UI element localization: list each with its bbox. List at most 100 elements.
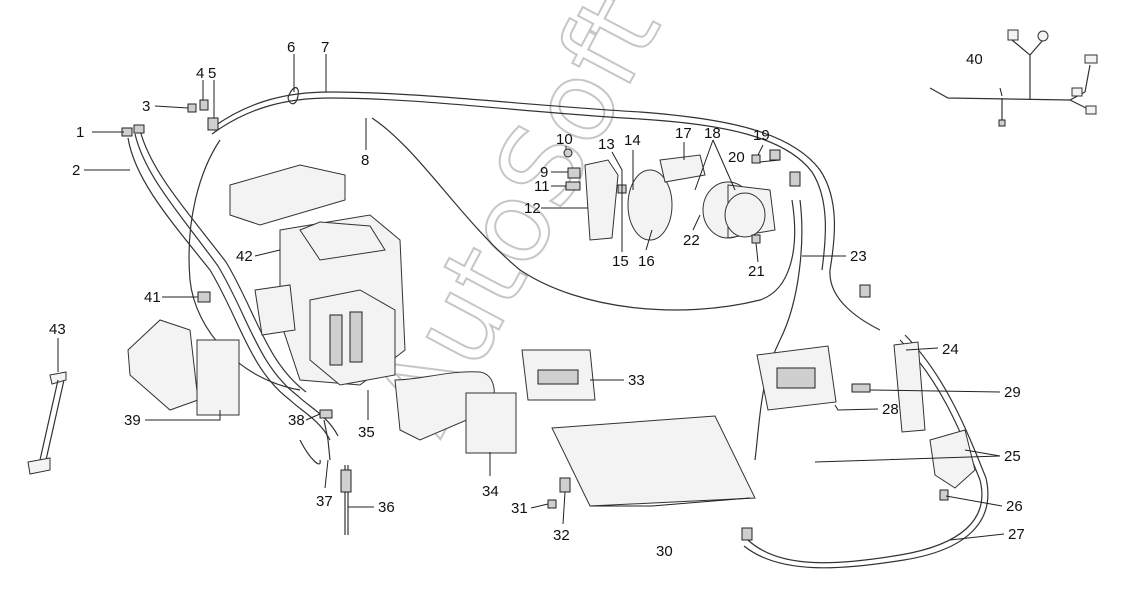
wiring-harness-40 (929, 29, 1098, 127)
hvac-housing (229, 164, 495, 441)
belt-16 (627, 169, 673, 241)
fitting-27a (741, 527, 753, 541)
leader-lines (57, 54, 1005, 541)
callout-11: 11 (534, 178, 550, 195)
callout-15: 15 (612, 253, 629, 270)
fitting-24a (859, 284, 871, 298)
refrigerant-lines (188, 87, 989, 569)
coupler-20b (789, 171, 801, 187)
air-duct-top (229, 164, 346, 226)
bolt-19 (751, 154, 761, 164)
callout-23: 23 (850, 248, 867, 265)
callout-8: 8 (361, 152, 369, 169)
line-27-b (743, 334, 989, 569)
callout-13: 13 (598, 136, 615, 153)
line-27 (747, 339, 983, 564)
callout-9: 9 (540, 164, 548, 181)
mount-17 (659, 154, 706, 183)
callout-34: 34 (482, 483, 499, 500)
callout-3: 3 (142, 98, 150, 115)
leader-42 (254, 249, 281, 257)
callout-30: 30 (656, 543, 673, 560)
bracket-43-bar (39, 379, 65, 461)
compressor-pulley-22 (724, 192, 766, 238)
callout-41: 41 (144, 289, 161, 306)
leader-27 (949, 533, 1005, 541)
callout-4: 4 (196, 65, 204, 82)
callout-37: 37 (316, 493, 333, 510)
fittings-3-5 (187, 99, 219, 131)
receiver-drier-group (756, 284, 976, 501)
callout-36: 36 (378, 499, 395, 516)
callout-2: 2 (72, 162, 80, 179)
callout-10: 10 (556, 131, 573, 148)
duct-seal (127, 319, 199, 411)
leader-30 (590, 497, 751, 507)
callout-14: 14 (624, 132, 641, 149)
leader-3 (154, 105, 189, 109)
bolt-21 (751, 234, 761, 244)
bolt-26 (939, 489, 949, 501)
bolt-29 (851, 383, 871, 393)
callout-42: 42 (236, 248, 253, 265)
heater-hoses (121, 124, 339, 441)
condenser-group (521, 349, 756, 541)
connector-a (1007, 29, 1019, 41)
callout-1: 1 (76, 124, 84, 141)
callout-6: 6 (287, 39, 295, 56)
hvac-vent-1 (329, 314, 343, 366)
drain-valve-36 (340, 469, 352, 493)
leader-25 (814, 449, 1001, 463)
callout-25: 25 (1004, 448, 1021, 465)
callout-5: 5 (208, 65, 216, 82)
leader-24 (905, 347, 939, 351)
callout-32: 32 (553, 527, 570, 544)
leader-22 (692, 214, 701, 231)
connector-c (1084, 54, 1098, 64)
callout-39: 39 (124, 412, 141, 429)
callout-17: 17 (675, 125, 692, 142)
leader-19 (757, 144, 764, 156)
bracket-33-slot (537, 369, 579, 385)
clamp-25 (929, 429, 976, 489)
harness-main (929, 87, 1086, 101)
connector-d (1071, 87, 1083, 97)
leader-16 (645, 229, 653, 251)
leader-31 (530, 503, 549, 509)
fitting-4 (199, 99, 209, 111)
clamp-41 (197, 291, 211, 303)
drier-24 (893, 341, 926, 433)
callout-40: 40 (966, 51, 983, 68)
tube-37 (323, 419, 331, 461)
washer-10 (563, 148, 573, 158)
line-7 (211, 91, 881, 331)
clip-38 (319, 409, 333, 419)
callout-27: 27 (1008, 526, 1025, 543)
bracket-28-slot (776, 367, 816, 389)
connector-f (998, 119, 1006, 127)
leader-38 (305, 413, 321, 421)
callout-28: 28 (882, 401, 899, 418)
callout-22: 22 (683, 232, 700, 249)
harness-branch-top (1011, 39, 1044, 100)
line-8-left (188, 139, 301, 391)
compressor-group (563, 148, 801, 244)
leader-37 (324, 459, 329, 489)
fitting-5 (207, 117, 219, 131)
bracket-12 (584, 159, 619, 241)
bolt-31 (547, 499, 557, 509)
fitting-3 (187, 103, 197, 113)
callout-31: 31 (511, 500, 528, 517)
fitting-20 (769, 149, 781, 161)
callout-7: 7 (321, 39, 329, 56)
callout-21: 21 (748, 263, 765, 280)
control-box-34 (465, 392, 517, 454)
callout-24: 24 (942, 341, 959, 358)
clamp-1b (133, 124, 145, 134)
callout-19: 19 (753, 127, 770, 144)
leader-39 (145, 410, 221, 421)
callout-35: 35 (358, 424, 375, 441)
leader-20 (759, 159, 781, 163)
